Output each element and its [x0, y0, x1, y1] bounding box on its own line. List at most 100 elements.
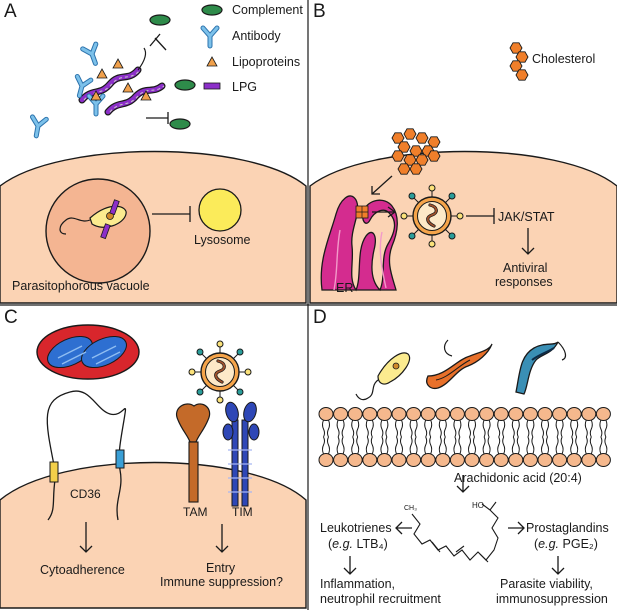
- virion-icon: [399, 183, 465, 249]
- complement-icon: [174, 79, 196, 91]
- panel-a: A Complement Antibody Lipoproteins LPG: [0, 1, 307, 304]
- lipoprotein-legend-icon: [206, 56, 218, 67]
- panel-c-letter: C: [4, 307, 18, 328]
- cd36-label: CD36: [70, 487, 101, 501]
- panel-d: D Arachidonic acid (20:4) CH₃ HO: [313, 307, 611, 606]
- lipid-head: [362, 453, 378, 467]
- cholesterol-label: Cholesterol: [532, 52, 595, 66]
- lipid-head: [406, 453, 422, 467]
- lipid-tail: [424, 436, 428, 455]
- promastigote-icon: [355, 352, 411, 401]
- lipid-head: [318, 407, 334, 421]
- lipid-tail: [424, 419, 428, 438]
- lipid-tail: [473, 436, 476, 455]
- lipid-tail: [511, 436, 515, 455]
- arachidonic-label: Arachidonic acid (20:4): [454, 471, 582, 485]
- lipid-tail: [341, 436, 345, 455]
- immune-suppression-label: Immune suppression?: [160, 575, 283, 589]
- lipid-tail: [511, 419, 515, 438]
- tam-label: TAM: [183, 505, 207, 519]
- lipid-head: [552, 453, 568, 467]
- inflammation-arrow: [343, 556, 357, 575]
- lipid-head: [464, 407, 480, 421]
- lipid-tail: [502, 419, 506, 438]
- virion-icon: [187, 339, 253, 405]
- lipid-tail: [327, 419, 330, 438]
- lpg-legend-icon: [203, 82, 221, 90]
- parasitophorous-vacuole: [45, 178, 151, 284]
- lipid-head: [522, 453, 538, 467]
- lipid-tail: [458, 436, 462, 455]
- host-cell-b: [309, 150, 617, 304]
- complement-legend-icon: [201, 4, 223, 16]
- lipid-head: [464, 453, 480, 467]
- vacuole-parasite: [59, 199, 127, 240]
- vacuole-label: Parasitophorous vacuole: [12, 279, 150, 293]
- lipid-head: [493, 407, 509, 421]
- legend-complement: Complement: [232, 3, 303, 17]
- lipid-head: [595, 453, 611, 467]
- parasite-cluster-upper: [78, 47, 147, 104]
- trypanosome-orange-icon: [426, 339, 493, 390]
- lipid-tail: [351, 436, 355, 455]
- molecule-ho: HO: [472, 501, 484, 510]
- lipid-tail: [414, 419, 418, 438]
- lipid-tail: [541, 436, 544, 455]
- lipid-head: [406, 407, 422, 421]
- lipid-tail: [468, 419, 471, 438]
- lipid-tail: [516, 419, 520, 438]
- lipid-head: [537, 453, 553, 467]
- lipid-head: [391, 453, 407, 467]
- lipid-tail: [541, 419, 544, 438]
- lipid-tail: [385, 436, 389, 455]
- lipid-tail: [497, 419, 501, 438]
- lipid-tail: [604, 419, 608, 438]
- jakstat-label: JAK/STAT: [498, 210, 555, 224]
- lipid-tail: [429, 436, 433, 455]
- inhibition-arrows: [146, 33, 169, 124]
- leuko-arrow: [395, 521, 412, 535]
- lipid-head: [376, 407, 392, 421]
- lipid-head: [347, 453, 363, 467]
- lipid-head: [537, 407, 553, 421]
- arachidonic-molecule: [411, 501, 499, 563]
- lipid-tail: [409, 436, 413, 455]
- lipid-tail: [443, 436, 447, 455]
- cholesterol-legend-icon: [509, 42, 529, 81]
- lipid-tail: [575, 419, 579, 438]
- lipid-head: [391, 407, 407, 421]
- lysosome-label: Lysosome: [194, 233, 251, 247]
- lipid-tail: [468, 436, 471, 455]
- lipid-tail: [438, 419, 442, 438]
- lipid-tail: [482, 419, 486, 438]
- lipid-tail: [414, 436, 418, 455]
- lipid-tail: [453, 436, 457, 455]
- lipid-head: [581, 453, 597, 467]
- lipid-tail: [400, 419, 403, 438]
- er-cholesterol-patch: [355, 205, 369, 219]
- lysosome: [198, 188, 242, 232]
- lipid-tail: [336, 436, 340, 455]
- antiviral-line1: Antiviral: [503, 261, 547, 275]
- leukotrienes-example: (e.g. LTB₄): [328, 537, 388, 551]
- panel-a-letter: A: [4, 1, 17, 22]
- cytoadherence-arrow: [79, 522, 93, 553]
- lipid-head: [508, 453, 524, 467]
- lipid-bilayer: [318, 407, 611, 467]
- lipoprotein-icon: [122, 82, 134, 93]
- parasite-arrow: [551, 556, 565, 575]
- lipid-tail: [575, 436, 579, 455]
- lipid-tail: [589, 419, 593, 438]
- tam-receptor: [176, 403, 211, 503]
- lipid-tail: [409, 419, 413, 438]
- lipid-head: [347, 407, 363, 421]
- lipid-head: [333, 453, 349, 467]
- lipid-tail: [497, 436, 501, 455]
- lipid-head: [581, 407, 597, 421]
- parasite-line1: Parasite viability,: [500, 577, 593, 591]
- lipid-head: [479, 407, 495, 421]
- lipid-tail: [453, 419, 457, 438]
- lipid-head: [595, 407, 611, 421]
- legend-lpg: LPG: [232, 80, 257, 94]
